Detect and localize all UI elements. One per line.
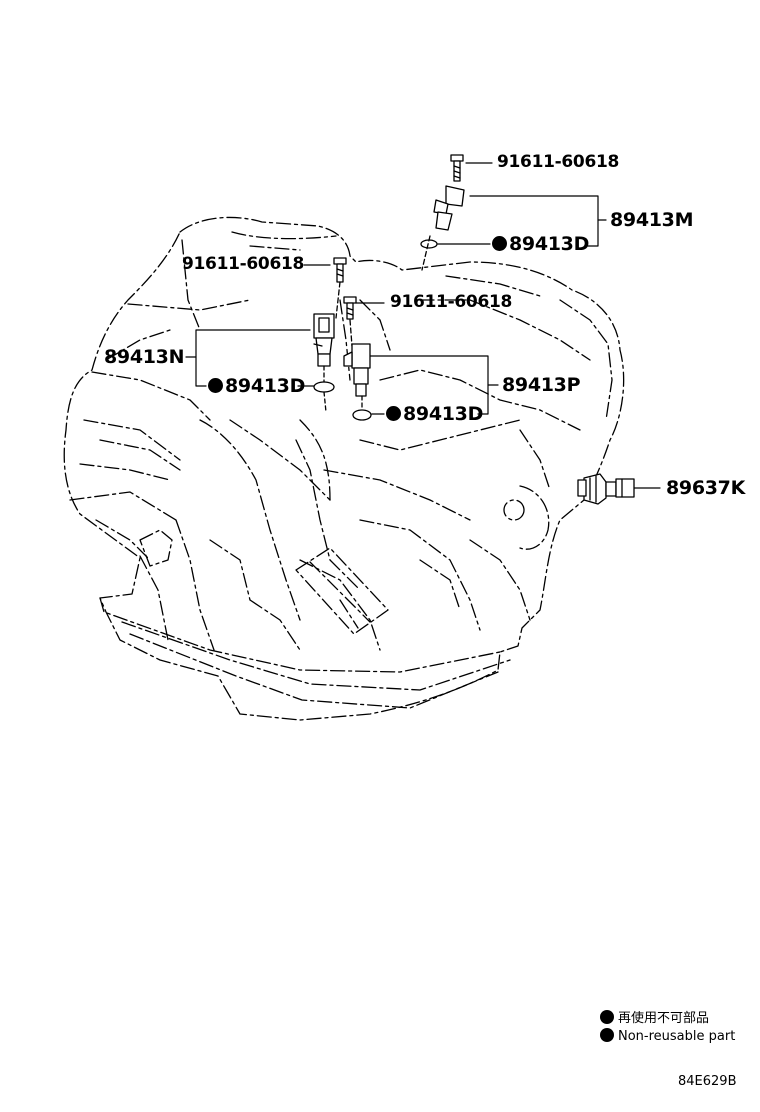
callout-bolt-mid: 91611-60618 <box>390 294 512 311</box>
legend-dot-icon <box>600 1028 614 1042</box>
callout-sensor-89637k-text: 89637K <box>666 477 746 499</box>
callout-bolt-mid-text: 91611-60618 <box>390 292 513 312</box>
legend-japanese: 再使用不可部品 <box>600 1007 709 1026</box>
oring-mid <box>352 409 372 421</box>
sensor-89637k <box>577 473 635 505</box>
legend-japanese-text: 再使用不可部品 <box>618 1011 710 1026</box>
bolt-top <box>450 154 464 182</box>
legend-english: Non-reusable part <box>600 1028 735 1044</box>
callout-sensor-89413p: 89413P <box>502 374 581 396</box>
callout-sensor-89413n-text: 89413N <box>104 346 185 368</box>
callout-bolt-left-text: 91611-60618 <box>182 254 305 274</box>
callout-bolt-top: 91611-60618 <box>497 154 619 171</box>
callout-sensor-89637k: 89637K <box>666 479 745 498</box>
callout-sensor-89413p-text: 89413P <box>502 374 581 396</box>
non-reusable-dot-icon <box>208 378 223 393</box>
callout-oring-top: 89413D <box>492 235 589 254</box>
legend-english-text: Non-reusable part <box>618 1029 736 1044</box>
callout-bolt-top-text: 91611-60618 <box>497 152 620 172</box>
callout-bolt-left: 91611-60618 <box>182 256 304 273</box>
non-reusable-dot-icon <box>492 236 507 251</box>
non-reusable-dot-icon <box>386 406 401 421</box>
callout-oring-left-text: 89413D <box>225 375 306 397</box>
figure-code: 84E629B <box>678 1074 737 1089</box>
sensor-89413n <box>313 313 335 367</box>
callout-oring-mid-text: 89413D <box>403 403 484 425</box>
legend-dot-icon <box>600 1010 614 1024</box>
callout-sensor-89413m: 89413M <box>610 209 694 231</box>
bolt-left <box>333 257 347 283</box>
callout-oring-mid: 89413D <box>386 405 483 424</box>
bolt-mid <box>343 296 357 320</box>
callout-sensor-89413n: 89413N <box>104 346 185 368</box>
sensor-89413p <box>343 343 371 397</box>
sensor-89413m <box>433 185 465 231</box>
callout-sensor-89413m-text: 89413M <box>610 209 694 231</box>
oring-left <box>313 381 335 393</box>
leader-lines <box>185 162 661 489</box>
callout-oring-left: 89413D <box>208 377 305 396</box>
transmission-housing <box>63 216 625 721</box>
callout-oring-top-text: 89413D <box>509 233 590 255</box>
